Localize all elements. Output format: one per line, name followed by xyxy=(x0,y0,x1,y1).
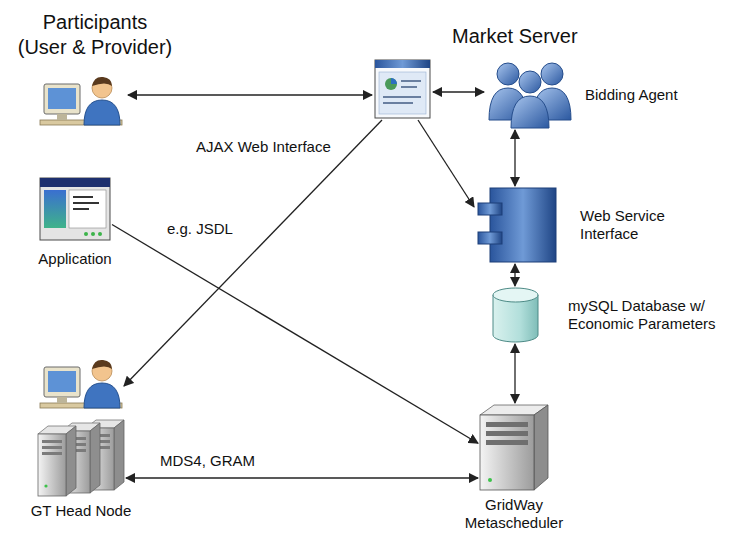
edge-label: MDS4, GRAM xyxy=(158,452,257,470)
application-icon xyxy=(40,178,110,240)
database-cylinder xyxy=(493,288,538,342)
layout-connector xyxy=(124,120,382,386)
user-icon xyxy=(40,77,122,125)
component-icon xyxy=(478,232,502,244)
node-label: mySQL Database w/ Economic Parameters xyxy=(568,297,722,333)
agent-node: Bidding Agent xyxy=(488,62,570,128)
column-heading: Participants (User & Provider) xyxy=(18,10,173,60)
server-cluster-icon xyxy=(38,420,124,496)
node-label: GT Head Node xyxy=(31,502,132,520)
server-icon xyxy=(488,478,492,482)
server-icon xyxy=(534,405,548,490)
web-page-icon xyxy=(383,96,421,98)
application-node: Application xyxy=(40,178,110,240)
component-icon xyxy=(478,188,556,262)
bidding-agent-icon xyxy=(489,63,571,128)
web-page-icon xyxy=(375,60,430,68)
connector-arrow xyxy=(126,477,478,478)
web-page-icon xyxy=(391,78,397,84)
head-node: GT Head Node xyxy=(38,420,124,496)
application-icon xyxy=(40,178,110,240)
layout-connector xyxy=(128,94,372,95)
connector-arrow xyxy=(514,264,515,286)
web-page-icon xyxy=(385,78,397,90)
server-icon xyxy=(480,415,534,490)
component-icon xyxy=(478,203,502,215)
connector-label: AJAX Web Interface xyxy=(196,137,331,156)
layout-connector xyxy=(124,92,484,386)
server-icon xyxy=(486,440,528,445)
database-node: mySQL Database w/ Economic Parameters xyxy=(493,288,538,342)
layout-connector xyxy=(433,91,484,92)
bidding-agent-icon xyxy=(511,71,549,128)
database-cylinder xyxy=(493,288,538,302)
node-label: GridWay Metascheduler xyxy=(457,496,571,532)
server-icon xyxy=(486,422,528,427)
application-icon xyxy=(84,232,88,236)
connector-arrow xyxy=(514,130,515,186)
web-page-icon xyxy=(379,72,426,114)
node-label: Web Service Interface xyxy=(580,207,680,243)
component-node: Web Service Interface xyxy=(478,188,556,262)
server-cluster-icon xyxy=(38,426,76,496)
connector-arrow xyxy=(112,225,478,444)
web-page-icon xyxy=(383,102,413,104)
application-icon xyxy=(91,232,95,236)
component-icon xyxy=(490,188,556,262)
web-page-icon xyxy=(375,60,430,118)
application-icon xyxy=(44,190,66,228)
connector-arrow xyxy=(514,344,515,403)
server-node: GridWay Metascheduler xyxy=(480,405,548,490)
web-page-icon xyxy=(375,60,430,118)
node-label: Application xyxy=(38,250,111,268)
web-page-icon xyxy=(401,86,417,88)
application-icon xyxy=(73,196,93,198)
application-icon xyxy=(73,202,99,204)
column-heading: Market Server xyxy=(452,24,578,49)
provider-icon xyxy=(40,360,122,408)
layout-connector xyxy=(418,120,474,207)
server-icon xyxy=(486,431,528,436)
server-icon xyxy=(480,405,548,492)
edge-label: e.g. JSDL xyxy=(165,220,235,238)
application-icon xyxy=(69,190,106,228)
application-icon xyxy=(98,232,102,236)
web-page-icon xyxy=(401,80,421,82)
application-icon xyxy=(40,178,110,187)
node-label: Bidding Agent xyxy=(585,86,678,104)
application-icon xyxy=(73,208,89,210)
